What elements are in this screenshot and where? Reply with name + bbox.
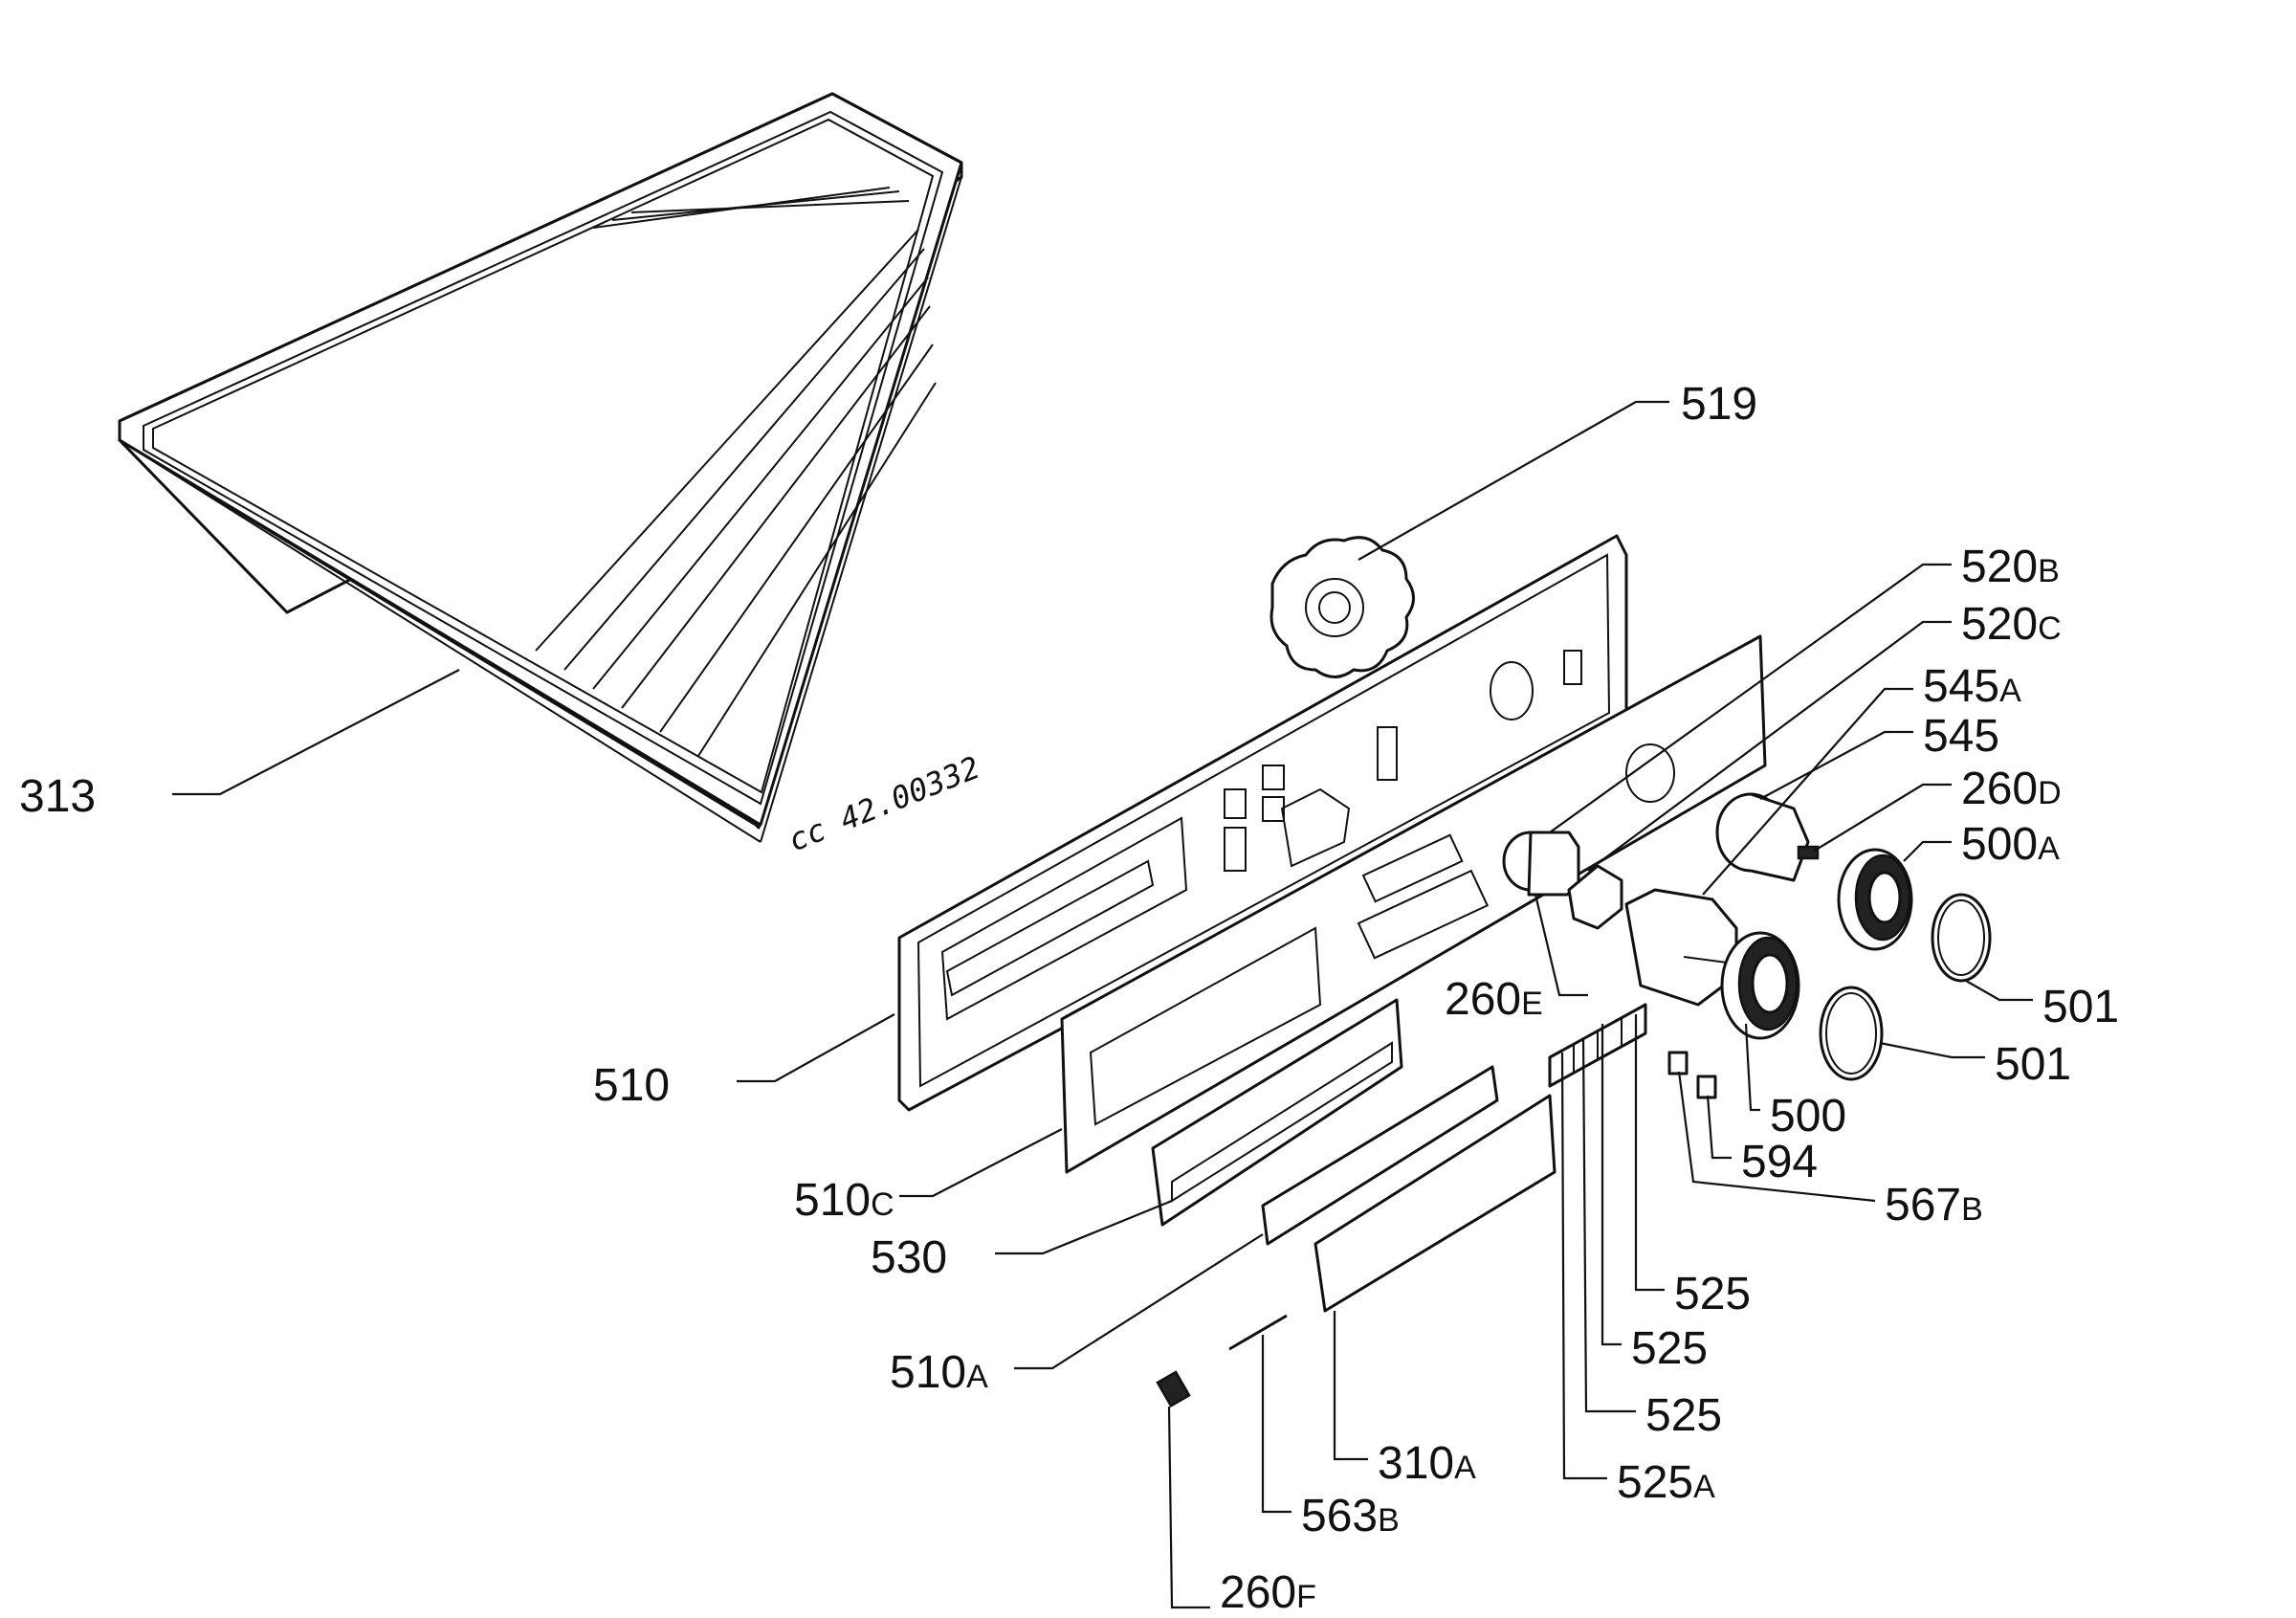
callout-525-first: 525 [1674, 1269, 1751, 1319]
part-310A-bar [1314, 1094, 1556, 1313]
part-545-knob-base [1715, 792, 1810, 882]
part-563B-pin [1228, 1314, 1288, 1351]
drawing-code: cc 42.00332 [784, 749, 985, 859]
callout-260D: 260D [1961, 764, 2062, 814]
callout-500: 500 [1770, 1091, 1846, 1141]
callout-525-third: 525 [1645, 1390, 1722, 1441]
part-520B-knob-base [1502, 831, 1580, 897]
callout-510C: 510C [794, 1175, 894, 1226]
part-510A-trim [1261, 1065, 1499, 1246]
lid-hatching [535, 187, 937, 757]
callout-545A: 545A [1923, 661, 2021, 712]
callout-545: 545 [1923, 711, 1999, 762]
callout-260F: 260F [1220, 1567, 1316, 1618]
part-594-567B-clips [1667, 1051, 1717, 1099]
part-525-buttons [1548, 1003, 1647, 1088]
callout-510A: 510A [890, 1347, 988, 1398]
callout-313: 313 [19, 771, 96, 822]
part-260F-spring [1156, 1370, 1191, 1407]
callout-530: 530 [871, 1232, 947, 1283]
callout-510: 510 [593, 1060, 670, 1111]
callout-310A: 310A [1378, 1438, 1476, 1489]
callout-525A: 525A [1617, 1457, 1715, 1508]
part-520C-coupling [1567, 864, 1623, 930]
part-530-handle [1151, 998, 1403, 1227]
callout-labels: 313 519 520B 520C 545A 545 260D 500A 501… [19, 379, 2119, 1618]
part-260D-spring [1797, 845, 1820, 860]
callout-501-lower: 501 [1995, 1039, 2071, 1090]
leader-lines [172, 400, 2033, 1609]
part-510C-subframe [1060, 634, 1767, 1174]
callout-501-upper: 501 [2042, 982, 2119, 1032]
callout-520B: 520B [1961, 542, 2060, 592]
callout-500A: 500A [1961, 819, 2060, 870]
part-500A-knob [1837, 848, 1913, 951]
part-313-worktop: cc 42.00332 [118, 92, 985, 859]
callout-525-second: 525 [1631, 1323, 1708, 1374]
callout-519: 519 [1681, 379, 1757, 430]
callout-563B: 563B [1301, 1491, 1400, 1541]
part-500-knob [1720, 931, 1800, 1040]
callout-567B: 567B [1885, 1180, 1983, 1230]
callout-520C: 520C [1961, 599, 2062, 650]
part-501-rings [1819, 893, 1992, 1081]
part-519-bracket [1269, 536, 1415, 678]
callout-260E: 260E [1445, 974, 1543, 1025]
callout-594: 594 [1741, 1137, 1818, 1187]
